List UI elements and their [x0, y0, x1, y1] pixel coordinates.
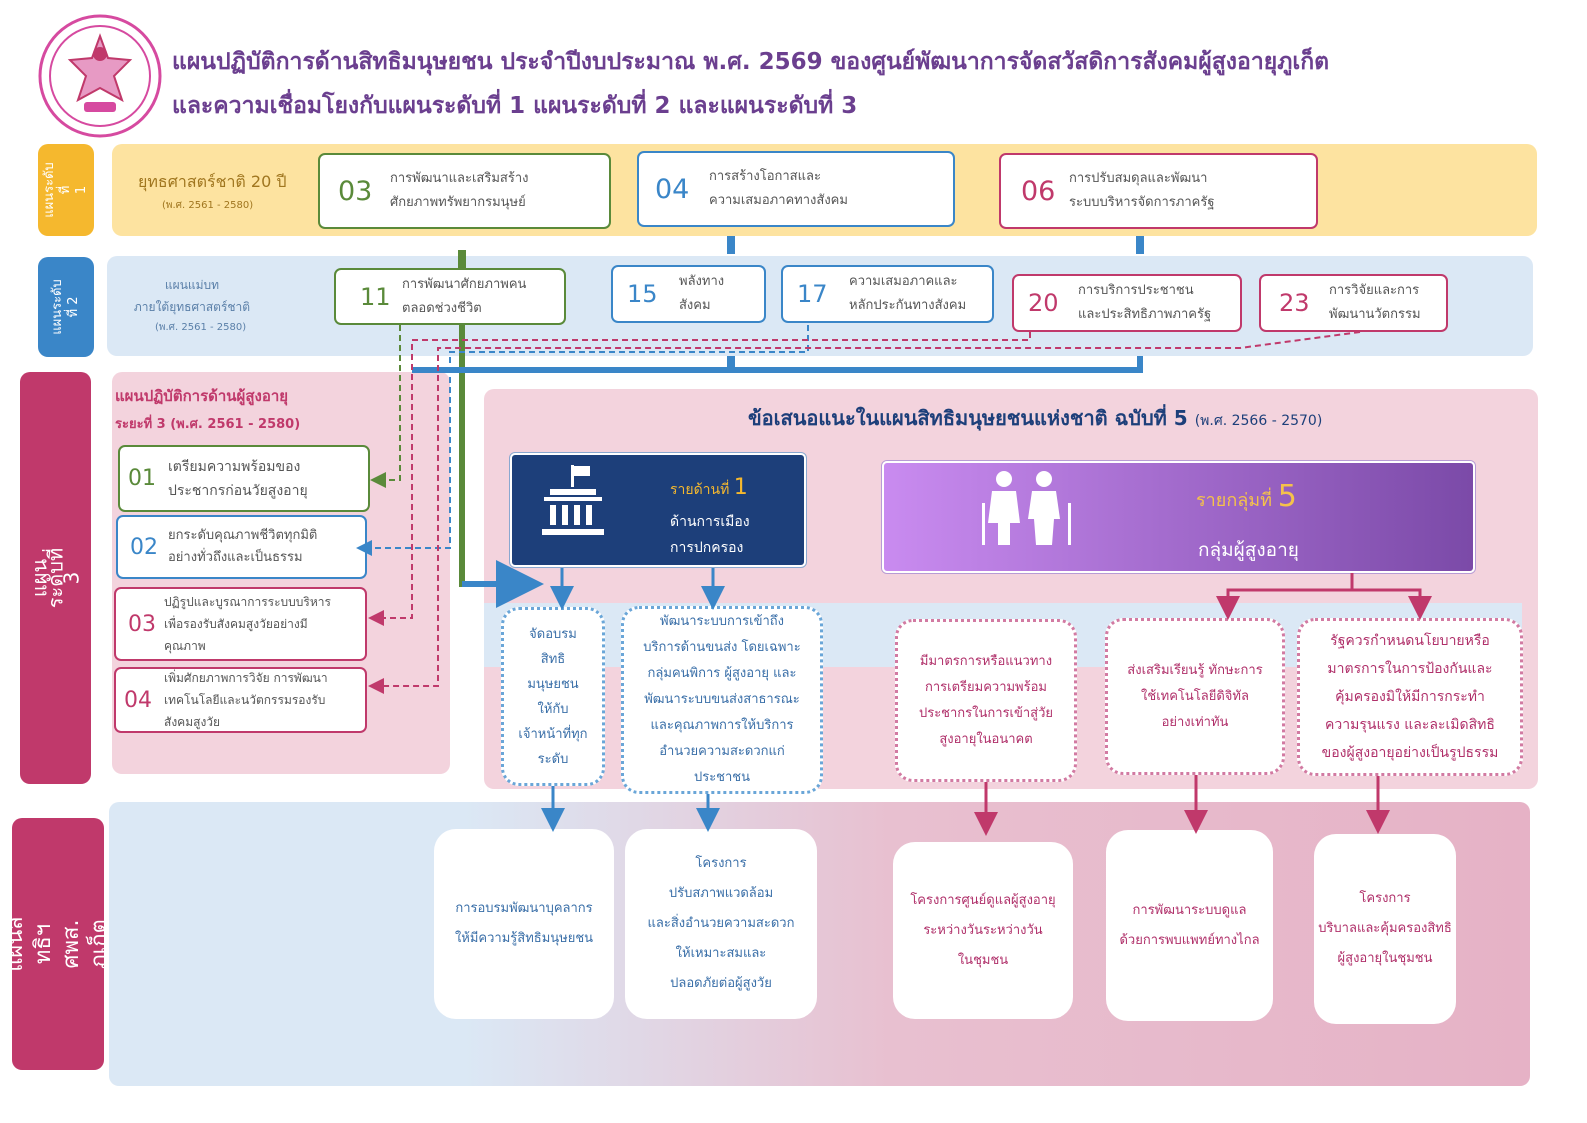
level2-box-11: 11 การพัฒนาศักยภาพคน ตลอดช่วงชีวิต [334, 268, 566, 325]
emblem-icon [38, 14, 162, 138]
emblem [38, 14, 162, 138]
level3-text: เพิ่มศักยภาพการวิจัย การพัฒนา เทคโนโลยีแ… [164, 671, 328, 729]
level3-text: ยกระดับคุณภาพชีวิตทุกมิติ อย่างทั่วถึงแล… [168, 528, 318, 565]
level1-side-label: แผนระดับที่ 1 [38, 144, 94, 236]
level2-side-label: แผนระดับที่ 2 [38, 257, 94, 357]
level3-num: 02 [130, 534, 158, 560]
level2-text: ความเสมอภาคและ หลักประกันทางสังคม [849, 274, 967, 313]
page-title-line1: แผนปฏิบัติการด้านสิทธิมนุษยชน ประจำปีงบป… [172, 49, 1330, 75]
group-label: รายกลุ่มที่ 5 [1196, 479, 1297, 514]
project-card: โครงการ บริบาลและคุ้มครองสิทธิ ผู้สูงอาย… [1314, 834, 1456, 1024]
level3-num: 03 [128, 611, 156, 637]
level3-text: ปฏิรูปและบูรณาการระบบบริหาร เพื่อรองรับส… [164, 595, 331, 653]
level1-num: 03 [338, 175, 373, 207]
recommendation-box: พัฒนาระบบการเข้าถึง บริการด้านขนส่ง โดยเ… [621, 606, 823, 794]
level1-text: การพัฒนาและเสริมสร้าง ศักยภาพทรัพยากรมนุ… [390, 171, 529, 210]
aspect-card: รายด้านที่ 1 ด้านการเมือง การปกครอง [510, 453, 806, 567]
level2-text: การพัฒนาศักยภาพคน ตลอดช่วงชีวิต [402, 276, 527, 316]
page-title-line2: และความเชื่อมโยงกับแผนระดับที่ 1 แผนระดั… [172, 93, 858, 119]
level3-heading-line1: แผนปฏิบัติการด้านผู้สูงอายุ [115, 387, 289, 405]
level3-num: 01 [128, 466, 156, 491]
level3-box-04: 04 เพิ่มศักยภาพการวิจัย การพัฒนา เทคโนโล… [114, 667, 367, 733]
level1-heading: ยุทธศาสตร์ชาติ 20 ปี [138, 172, 287, 191]
center-plan-side-label: แผนสิทธิฯ ศพส. ภูเก็ต [3, 818, 112, 1070]
group-name: กลุ่มผู้สูงอายุ [1198, 539, 1299, 561]
level2-num: 15 [627, 280, 658, 308]
project-card: การอบรมพัฒนาบุคลากร ให้มีความรู้สิทธิมนุ… [434, 829, 614, 1019]
level3-num: 04 [124, 687, 152, 713]
recommendation-box: จัดอบรม สิทธิ มนุษยชน ให้กับ เจ้าหน้าที่… [501, 607, 605, 786]
level2-num: 20 [1028, 289, 1059, 317]
level2-box-17: 17 ความเสมอภาคและ หลักประกันทางสังคม [781, 265, 994, 323]
recommendation-box: รัฐควรกำหนดนโยบายหรือ มาตรการในการป้องกั… [1297, 618, 1523, 776]
level3-box-02: 02 ยกระดับคุณภาพชีวิตทุกมิติ อย่างทั่วถึ… [116, 515, 367, 579]
level3-box-01: 01 เตรียมความพร้อมของ ประชากรก่อนวัยสูงอ… [118, 445, 370, 512]
connector [727, 236, 735, 254]
level2-box-23: 23 การวิจัยและการ พัฒนานวัตกรรม [1259, 274, 1448, 332]
elderly-couple-icon [982, 471, 1071, 545]
connector [727, 356, 735, 370]
parliament-icon [542, 465, 604, 535]
level2-text: การวิจัยและการ พัฒนานวัตกรรม [1329, 283, 1421, 322]
level2-num: 11 [360, 282, 391, 311]
level3-box-03: 03 ปฏิรูปและบูรณาการระบบบริหาร เพื่อรองร… [114, 587, 367, 661]
level1-sub: (พ.ศ. 2561 - 2580) [162, 200, 254, 211]
level2-text: การบริการประชาชน และประสิทธิภาพภาครัฐ [1078, 283, 1212, 322]
level2-box-15: 15 พลังทาง สังคม [611, 265, 766, 323]
connector [412, 356, 1143, 373]
recommendation-box: ส่งเสริมเรียนรู้ ทักษะการ ใช้เทคโนโลยีดิ… [1105, 618, 1285, 775]
level1-box-03: 03 การพัฒนาและเสริมสร้าง ศักยภาพทรัพยากร… [318, 153, 611, 229]
level1-text: การปรับสมดุลและพัฒนา ระบบบริหารจัดการภาค… [1069, 171, 1215, 210]
level1-num: 06 [1021, 175, 1056, 207]
aspect-name-line1: ด้านการเมือง [670, 514, 750, 530]
level2-text: พลังทาง สังคม [679, 274, 725, 313]
level1-text: การสร้างโอกาสและ ความเสมอภาคทางสังคม [709, 169, 848, 208]
level2-sub: (พ.ศ. 2561 - 2580) [155, 322, 247, 333]
aspect-label: รายด้านที่ 1 [670, 475, 748, 500]
project-card: โครงการ ปรับสภาพแวดล้อม และสิ่งอำนวยความ… [625, 829, 817, 1019]
level3-side-label: แผนระดับที่ 3 [20, 372, 91, 784]
recommendation-box: มีมาตรการหรือแนวทาง การเตรียมความพร้อม ป… [895, 619, 1077, 782]
center-plan-band [109, 802, 1530, 1086]
aspect-name-line2: การปกครอง [670, 540, 744, 556]
connector [1136, 236, 1144, 254]
level2-num: 23 [1279, 289, 1310, 317]
project-card: การพัฒนาระบบดูแล ด้วยการพบแพทย์ทางไกล [1106, 830, 1273, 1021]
level1-num: 04 [655, 173, 690, 205]
level2-box-20: 20 การบริการประชาชน และประสิทธิภาพภาครัฐ [1012, 274, 1242, 332]
level1-box-06: 06 การปรับสมดุลและพัฒนา ระบบบริหารจัดการ… [999, 153, 1318, 229]
project-card: โครงการศูนย์ดูแลผู้สูงอายุ ระหว่างวันระห… [893, 842, 1073, 1019]
nhrp-title: ข้อเสนอแนะในแผนสิทธิมนุษยชนแห่งชาติ ฉบับ… [748, 406, 1323, 430]
level2-heading: แผนแม่บท ภายใต้ยุทธศาสตร์ชาติ [133, 278, 251, 314]
level3-heading-line2: ระยะที่ 3 (พ.ศ. 2561 - 2580) [115, 417, 301, 432]
level3-text: เตรียมความพร้อมของ ประชากรก่อนวัยสูงอายุ [168, 458, 308, 499]
level1-box-04: 04 การสร้างโอกาสและ ความเสมอภาคทางสังคม [637, 151, 955, 227]
level2-num: 17 [797, 280, 828, 308]
group-card: รายกลุ่มที่ 5 กลุ่มผู้สูงอายุ [882, 461, 1475, 573]
